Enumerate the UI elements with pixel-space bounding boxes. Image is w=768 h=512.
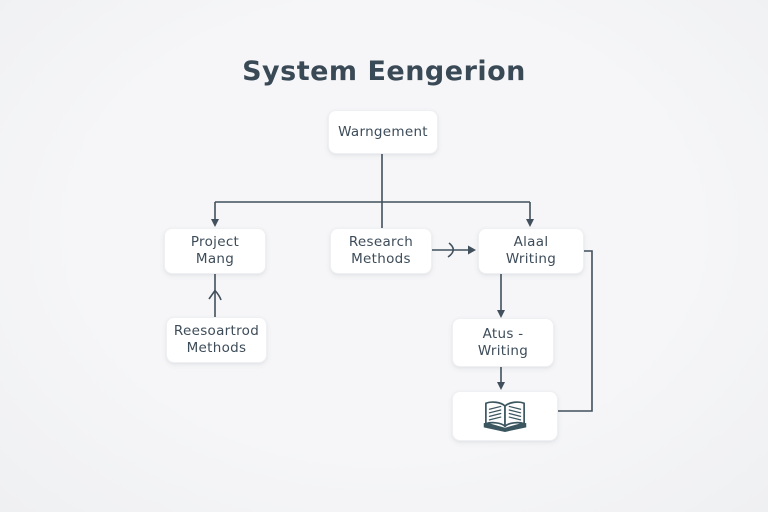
node-label: Project — [190, 234, 240, 250]
node-label: Warngement — [338, 123, 428, 140]
node-label: Methods — [186, 340, 247, 356]
edge-writing-atus — [497, 272, 505, 318]
node-alaal-writing: Alaal Writing — [478, 228, 584, 274]
node-label: Mang — [195, 251, 235, 267]
node-label: Writing — [477, 342, 529, 359]
node-atus-writing: Atus - Writing — [452, 318, 554, 367]
diagram-title: System Eengerion — [242, 56, 526, 87]
open-book-icon — [483, 401, 527, 432]
node-label: Research — [348, 234, 414, 250]
node-label: Methods — [351, 251, 411, 267]
edge-management-children — [211, 152, 534, 228]
node-label: Atus - — [482, 325, 524, 342]
node-project-mang: Project Mang — [164, 228, 266, 274]
edge-project-methods — [208, 272, 222, 317]
node-research-methods: Research Methods — [330, 228, 432, 274]
node-book — [452, 391, 558, 441]
edge-writing-book-loop — [556, 250, 593, 412]
node-label: Writing — [505, 251, 557, 267]
node-management: Warngement — [328, 110, 438, 154]
node-label: Alaal — [513, 234, 549, 250]
edge-research-writing — [430, 242, 476, 258]
edge-atus-book — [497, 365, 505, 390]
node-reesoartrod-methods: Reesoartrod Methods — [166, 317, 267, 363]
node-label: Reesoartrod — [173, 323, 260, 339]
